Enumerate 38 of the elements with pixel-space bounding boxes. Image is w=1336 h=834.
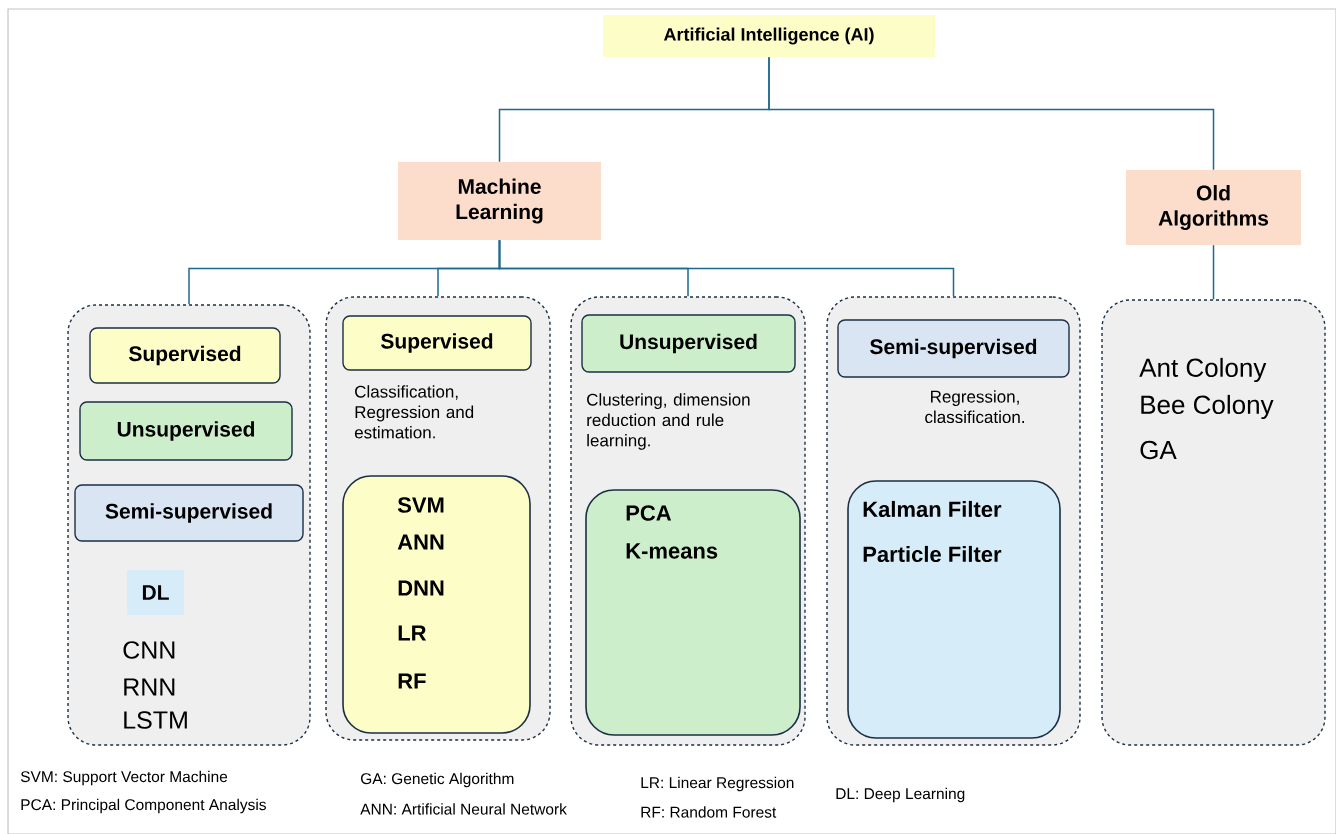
method-text: K-means bbox=[626, 543, 718, 559]
abbreviation-note: SVM: Support Vector Machine bbox=[20, 770, 228, 786]
connector-line bbox=[768, 56, 1215, 171]
category-tag: Unsupervised bbox=[79, 401, 293, 461]
category-tag: Semi-supervised bbox=[837, 319, 1070, 378]
description-text: Clustering, dimension reduction and rule learning. bbox=[587, 393, 750, 450]
method-text: PCA bbox=[626, 505, 672, 521]
method-text: Particle Filter bbox=[863, 545, 1002, 563]
method-text: Kalman Filter bbox=[863, 500, 1002, 518]
abbreviation-note: PCA: Principal Component Analysis bbox=[21, 798, 266, 814]
method-text: ANN bbox=[397, 534, 444, 550]
category-box: Machine Learning bbox=[398, 162, 601, 240]
method-text: GA bbox=[1140, 440, 1177, 460]
method-text: LSTM bbox=[124, 711, 187, 729]
connector-line bbox=[1212, 244, 1215, 301]
abbreviation-note: RF: Random Forest bbox=[641, 806, 777, 818]
category-box: Old Algorithms bbox=[1126, 170, 1301, 245]
abbreviation-note: DL: Deep Learning bbox=[836, 787, 965, 803]
description-text: Regression, classification. bbox=[925, 390, 1024, 424]
method-text: LR bbox=[398, 625, 427, 641]
category-tag: DL bbox=[127, 570, 184, 615]
method-text: SVM bbox=[397, 497, 444, 513]
method-text: CNN bbox=[123, 641, 175, 659]
abbreviation-note: GA: Genetic Algorithm bbox=[361, 772, 514, 788]
description-text: Classification, Regression and estimation. bbox=[354, 385, 474, 439]
method-text: Ant Colony bbox=[1139, 357, 1267, 383]
category-tag: Unsupervised bbox=[581, 314, 796, 373]
category-tag: Supervised bbox=[342, 315, 532, 371]
abbreviation-note: ANN: Artificial Neural Network bbox=[360, 803, 567, 815]
connector-line bbox=[498, 239, 955, 298]
category-tag: Supervised bbox=[89, 327, 281, 384]
abbreviation-note: LR: Linear Regression bbox=[641, 776, 794, 792]
category-tag: Semi-supervised bbox=[74, 484, 304, 542]
title-box: Artificial Intelligence (AI) bbox=[603, 15, 935, 57]
method-text: RNN bbox=[124, 678, 175, 696]
method-text: Bee Colony bbox=[1141, 394, 1274, 420]
method-text: RF bbox=[398, 673, 426, 689]
method-text: DNN bbox=[398, 580, 444, 596]
